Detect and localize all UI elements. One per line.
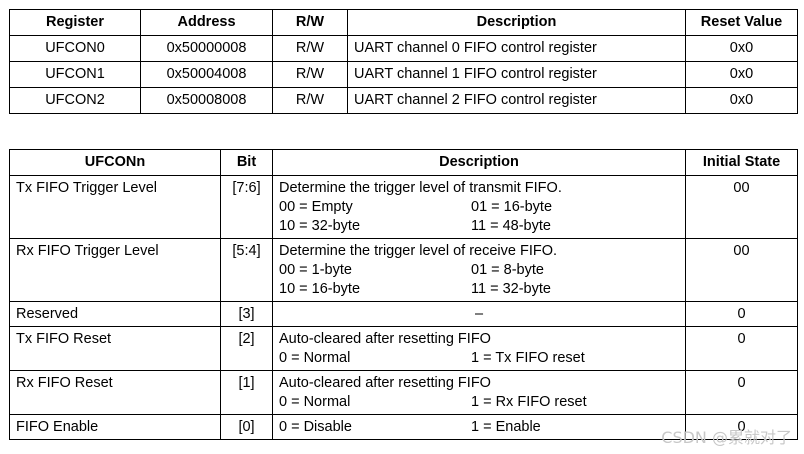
- description-cell: UART channel 2 FIFO control register: [347, 87, 686, 114]
- header-register: Register: [9, 9, 141, 36]
- table-row: UFCON1 0x50004008 R/W UART channel 1 FIF…: [9, 61, 798, 88]
- description-option: 00 = 1-byte: [279, 262, 352, 278]
- bit-cell: [3]: [220, 301, 273, 327]
- description-intro: –: [474, 306, 484, 322]
- header-ufconn: UFCONn: [9, 149, 221, 176]
- initial-state-cell: 0: [685, 326, 798, 371]
- description-option: 0 = Normal: [279, 350, 351, 366]
- field-name-cell: Rx FIFO Reset: [9, 370, 221, 415]
- description-cell: Auto-cleared after resetting FIFO 0 = Nor…: [272, 370, 686, 415]
- table-row: Reserved[3] – 0: [9, 301, 798, 327]
- description-option: 10 = 32-byte: [279, 218, 361, 234]
- description-cell: –: [272, 301, 686, 327]
- address-cell: 0x50000008: [140, 35, 273, 62]
- description-option-line: 10 = 16-byte 11 = 32-byte: [279, 280, 679, 299]
- field-name-cell: Rx FIFO Trigger Level: [9, 238, 221, 302]
- table-row: Rx FIFO Trigger Level[5:4] Determine the …: [9, 238, 798, 302]
- initial-state-cell: 0: [685, 301, 798, 327]
- description-option-line: 0 = Disable 1 = Enable: [279, 418, 679, 437]
- address-cell: 0x50004008: [140, 61, 273, 88]
- header-bit: Bit: [220, 149, 273, 176]
- description-option: 1 = Tx FIFO reset: [471, 350, 585, 366]
- register-cell: UFCON2: [9, 87, 141, 114]
- description-intro: Determine the trigger level of transmit …: [279, 180, 562, 196]
- register-cell: UFCON1: [9, 61, 141, 88]
- description-option: 10 = 16-byte: [279, 281, 361, 297]
- field-name-cell: Reserved: [9, 301, 221, 327]
- bit-cell: [2]: [220, 326, 273, 371]
- field-name-cell: Tx FIFO Reset: [9, 326, 221, 371]
- table-row: Tx FIFO Reset[2]Auto-cleared after reset…: [9, 326, 798, 371]
- description-option-line: 00 = Empty 01 = 16-byte: [279, 198, 679, 217]
- field-table-header: UFCONn Bit Description Initial State: [9, 149, 798, 176]
- register-cell: UFCON0: [9, 35, 141, 62]
- table-row: Rx FIFO Reset[1]Auto-cleared after reset…: [9, 370, 798, 415]
- description-cell: Determine the trigger level of transmit …: [272, 175, 686, 239]
- reset-value-cell: 0x0: [685, 35, 798, 62]
- description-option-line: 0 = Normal 1 = Tx FIFO reset: [279, 349, 679, 368]
- description-intro: Determine the trigger level of receive F…: [279, 243, 558, 259]
- field-table: UFCONn Bit Description Initial State Tx …: [9, 149, 798, 440]
- description-option: 01 = 16-byte: [471, 199, 553, 215]
- rw-cell: R/W: [272, 87, 348, 114]
- description-cell: UART channel 0 FIFO control register: [347, 35, 686, 62]
- description-cell: UART channel 1 FIFO control register: [347, 61, 686, 88]
- description-option: 0 = Disable: [279, 419, 352, 435]
- register-table-header: Register Address R/W Description Reset V…: [9, 9, 798, 36]
- header-description: Description: [347, 9, 686, 36]
- table-row: Tx FIFO Trigger Level[7:6] Determine the …: [9, 175, 798, 239]
- reset-value-cell: 0x0: [685, 87, 798, 114]
- rw-cell: R/W: [272, 35, 348, 62]
- description-option: 1 = Rx FIFO reset: [471, 394, 587, 410]
- watermark: CSDN @累就对了: [661, 428, 792, 447]
- initial-state-cell: 0: [685, 370, 798, 415]
- table-row: UFCON2 0x50008008 R/W UART channel 2 FIF…: [9, 87, 798, 114]
- header-initial-state: Initial State: [685, 149, 798, 176]
- description-option-line: 0 = Normal 1 = Rx FIFO reset: [279, 393, 679, 412]
- description-option: 01 = 8-byte: [471, 262, 544, 278]
- bit-cell: [0]: [220, 414, 273, 440]
- address-cell: 0x50008008: [140, 87, 273, 114]
- description-option: 11 = 48-byte: [471, 218, 551, 234]
- description-cell: 0 = Disable 1 = Enable: [272, 414, 686, 440]
- field-name-cell: FIFO Enable: [9, 414, 221, 440]
- description-option: 1 = Enable: [471, 419, 541, 435]
- description-option: 00 = Empty: [279, 199, 353, 215]
- reset-value-cell: 0x0: [685, 61, 798, 88]
- description-option: 11 = 32-byte: [471, 281, 551, 297]
- initial-state-cell: 00: [685, 238, 798, 302]
- table-row: UFCON0 0x50000008 R/W UART channel 0 FIF…: [9, 35, 798, 62]
- initial-state-cell: 0: [685, 414, 798, 440]
- register-table: Register Address R/W Description Reset V…: [9, 9, 798, 114]
- description-intro: Auto-cleared after resetting FIFO: [279, 375, 491, 391]
- description-option: 0 = Normal: [279, 394, 351, 410]
- description-intro: Auto-cleared after resetting FIFO: [279, 331, 491, 347]
- description-option-line: 00 = 1-byte 01 = 8-byte: [279, 261, 679, 280]
- bit-cell: [1]: [220, 370, 273, 415]
- header-reset-value: Reset Value: [685, 9, 798, 36]
- header-description: Description: [272, 149, 686, 176]
- rw-cell: R/W: [272, 61, 348, 88]
- description-option-line: 10 = 32-byte 11 = 48-byte: [279, 217, 679, 236]
- header-address: Address: [140, 9, 273, 36]
- header-rw: R/W: [272, 9, 348, 36]
- description-cell: Determine the trigger level of receive F…: [272, 238, 686, 302]
- bit-cell: [7:6]: [220, 175, 273, 239]
- bit-cell: [5:4]: [220, 238, 273, 302]
- initial-state-cell: 00: [685, 175, 798, 239]
- field-name-cell: Tx FIFO Trigger Level: [9, 175, 221, 239]
- description-cell: Auto-cleared after resetting FIFO 0 = Nor…: [272, 326, 686, 371]
- table-row: FIFO Enable[0] 0 = Disable 1 = Enable 0: [9, 414, 798, 440]
